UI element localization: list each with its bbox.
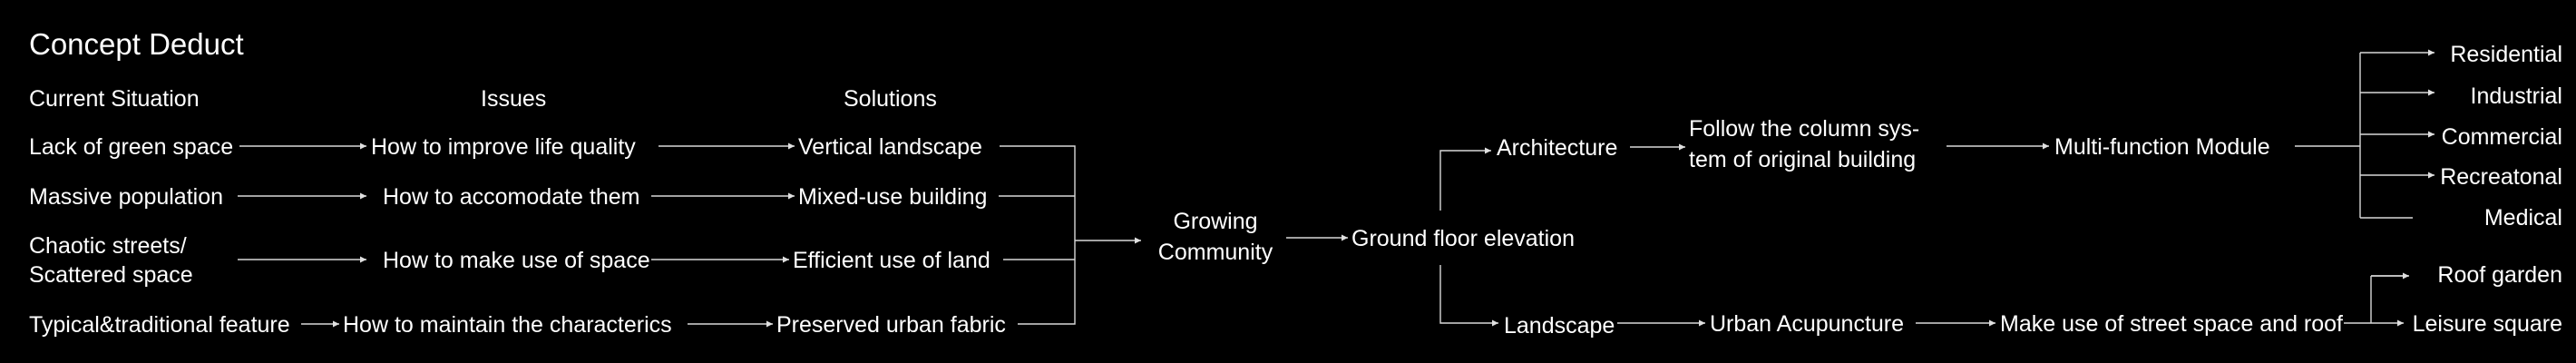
function-recreational: Recreatonal: [2440, 164, 2562, 190]
issue-accomodate-them: How to accomodate them: [383, 184, 639, 210]
hub-line1: Growing: [1173, 209, 1257, 234]
function-medical: Medical: [2484, 205, 2562, 231]
situation-lack-of-green-space: Lack of green space: [29, 134, 233, 160]
function-residential: Residential: [2450, 42, 2562, 67]
function-commercial: Commercial: [2442, 124, 2562, 150]
function-industrial: Industrial: [2471, 83, 2562, 109]
issue-maintain-characterics: How to maintain the characterics: [343, 312, 672, 338]
landscape-node: Landscape: [1504, 313, 1615, 338]
situation-massive-population: Massive population: [29, 184, 223, 210]
street-space-and-roof: Make use of street space and roof: [2000, 311, 2343, 337]
solutions-bracket: [999, 145, 1076, 325]
issue-make-use-of-space: How to make use of space: [383, 248, 650, 273]
diagram-title: Concept Deduct: [29, 27, 244, 61]
header-issues: Issues: [481, 86, 546, 112]
ground-floor-elevation: Ground floor elevation: [1351, 226, 1575, 251]
issue-improve-life-quality: How to improve life quality: [371, 134, 636, 160]
solution-vertical-landscape: Vertical landscape: [798, 134, 982, 160]
situation-typical-traditional-feature: Typical&traditional feature: [29, 312, 290, 338]
module-bracket: [2295, 53, 2361, 218]
header-current-situation: Current Situation: [29, 86, 200, 112]
outcome-roof-garden: Roof garden: [2437, 262, 2562, 288]
street-roof-bracket: [2344, 275, 2408, 324]
arrow-ground-floor-to-landscape: [1439, 265, 1498, 327]
multi-function-module: Multi-function Module: [2054, 134, 2270, 160]
arrow-ground-floor-to-architecture: [1439, 147, 1491, 211]
situation-chaotic-streets-line2: Scattered space: [29, 262, 193, 288]
hub-line2: Community: [1158, 240, 1273, 265]
solution-preserved-urban-fabric: Preserved urban fabric: [776, 312, 1006, 338]
header-solutions: Solutions: [844, 86, 937, 112]
outcome-leisure-square: Leisure square: [2413, 311, 2562, 337]
column-system-line2: tem of original building: [1689, 147, 1916, 172]
situation-chaotic-streets-line1: Chaotic streets/: [29, 233, 187, 259]
solution-mixed-use-building: Mixed-use building: [798, 184, 987, 210]
architecture-node: Architecture: [1497, 135, 1617, 161]
column-system-line1: Follow the column sys-: [1689, 116, 1919, 142]
urban-acupuncture: Urban Acupuncture: [1710, 311, 1904, 337]
solution-efficient-use-of-land: Efficient use of land: [793, 248, 990, 273]
